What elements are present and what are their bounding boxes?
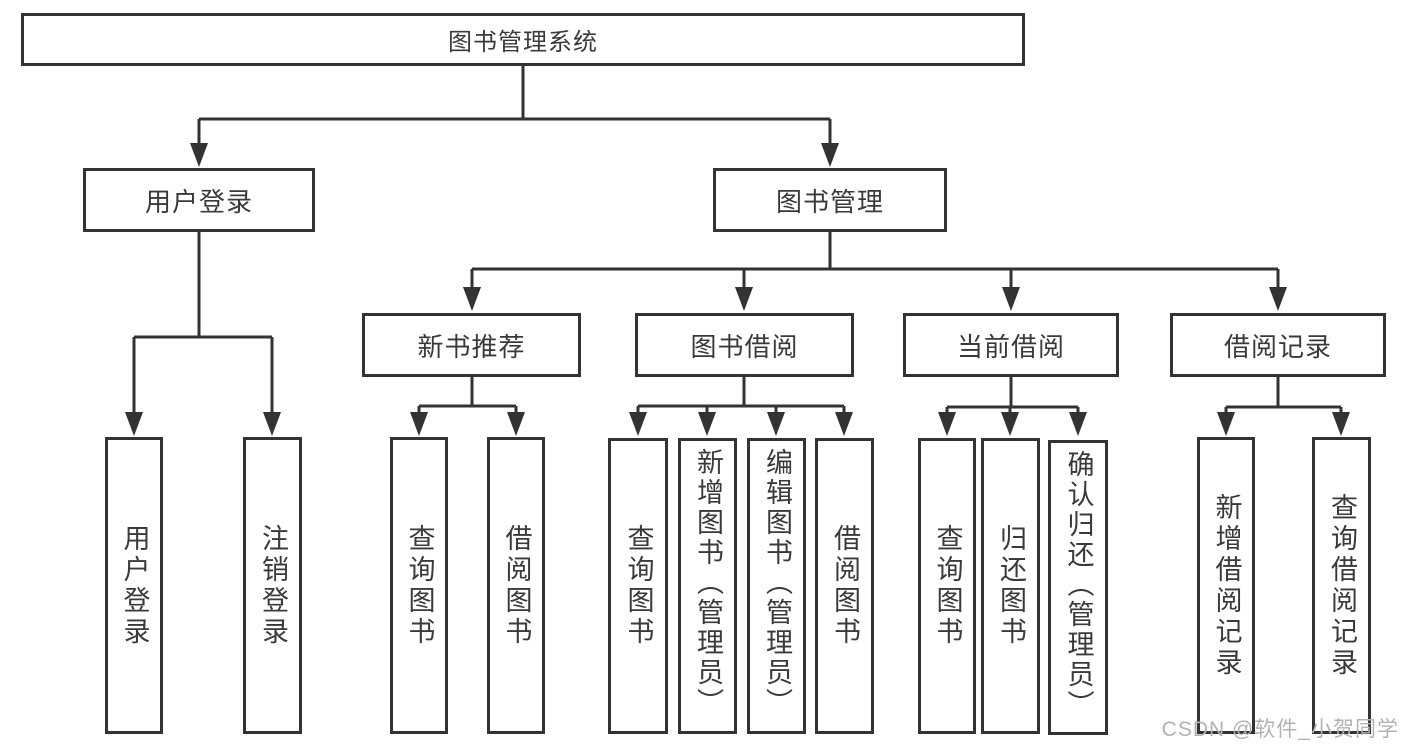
leaf-logout: 注销登录 [243, 437, 302, 734]
leaf-return-books: 归还图书 [981, 438, 1040, 734]
leaf-query-borrow-record: 查询借阅记录 [1312, 437, 1371, 734]
leaf-label: 用户登录 [119, 523, 150, 648]
leaf-label: 归还图书 [996, 524, 1026, 648]
leaf-label: 编辑图书（管理员） [762, 448, 792, 718]
leaf-query-books-borrow: 查询图书 [608, 438, 668, 734]
leaf-query-books-recommend: 查询图书 [390, 437, 448, 734]
leaf-label: 查询图书 [404, 523, 435, 648]
arrowhead-icons [125, 143, 1350, 436]
watermark: CSDN @软件_小贺同学 [1161, 718, 1399, 741]
leaf-label: 新增图书（管理员） [693, 448, 723, 718]
node-library-system: 图书管理系统 [21, 13, 1025, 66]
node-current-borrowing: 当前借阅 [903, 313, 1119, 377]
node-user-login: 用户登录 [83, 168, 315, 232]
leaf-label: 借阅图书 [830, 524, 860, 648]
leaf-label: 查询图书 [623, 524, 654, 648]
leaf-label: 查询借阅记录 [1327, 492, 1357, 679]
leaf-query-books-current: 查询图书 [918, 438, 976, 734]
leaf-label: 查询图书 [932, 524, 963, 648]
node-borrowing-records: 借阅记录 [1170, 313, 1386, 377]
leaf-add-borrow-record: 新增借阅记录 [1197, 437, 1255, 734]
leaf-borrow-books-recommend: 借阅图书 [487, 437, 545, 734]
leaf-confirm-return-admin: 确认归还（管理员） [1048, 440, 1108, 735]
leaf-label: 新增借阅记录 [1211, 492, 1242, 679]
node-new-book-recommendation: 新书推荐 [362, 313, 581, 377]
leaf-add-book-admin: 新增图书（管理员） [678, 438, 737, 734]
leaf-label: 借阅图书 [501, 523, 532, 648]
leaf-edit-book-admin: 编辑图书（管理员） [747, 438, 806, 734]
node-book-management: 图书管理 [713, 168, 947, 232]
leaf-borrow-books: 借阅图书 [815, 438, 874, 734]
leaf-label: 确认归还（管理员） [1063, 450, 1094, 720]
node-book-borrowing: 图书借阅 [635, 313, 854, 377]
leaf-label: 注销登录 [258, 523, 288, 648]
leaf-user-login: 用户登录 [105, 437, 163, 734]
